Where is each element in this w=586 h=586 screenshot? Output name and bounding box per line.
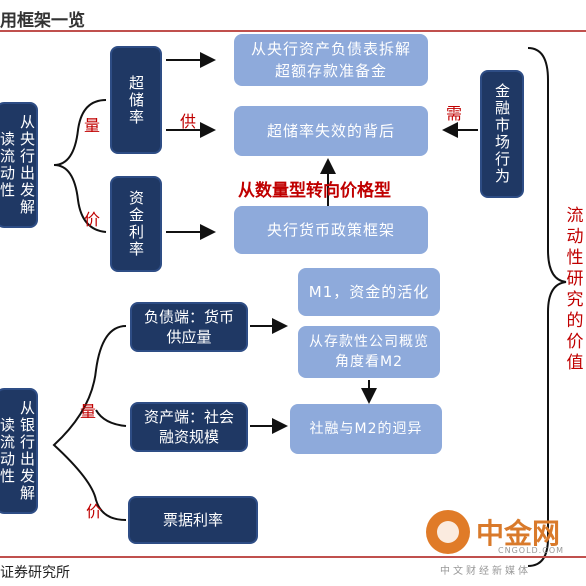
excess-reserve-box: 超储率 (110, 46, 162, 154)
tsf-m2-box: 社融与M2的迥异 (290, 404, 442, 454)
transition-label: 从数量型转向价格型 (238, 181, 391, 201)
central-bank-perspective-label: 从央行出发解读流动性 (0, 114, 36, 216)
watermark-logo-icon (426, 510, 470, 554)
research-value-label: 流动性研究的价值 (562, 206, 583, 374)
liability-side-box: 负债端：货币供应量 (130, 302, 248, 352)
bank-perspective-box: 从银行出发解读流动性 (0, 388, 38, 514)
watermark-name: 中金网 (476, 517, 561, 550)
source-note: 证券研究所 (0, 565, 70, 581)
m1-label: M1，资金的活化 (308, 283, 430, 301)
tsf-m2-label: 社融与M2的迥异 (309, 421, 423, 437)
price-label-2: 价 (86, 502, 103, 521)
bill-rate-label: 票据利率 (162, 511, 223, 529)
watermark-tagline: 中文财经新媒体 (440, 566, 531, 577)
fund-rate-label: 资金利率 (127, 190, 145, 258)
fund-rate-box: 资金利率 (110, 176, 162, 272)
lower-brace (52, 325, 127, 521)
asset-side-label: 资产端：社会融资规模 (143, 408, 234, 446)
quantity-label: 量 (84, 116, 101, 135)
m1-box: M1，资金的活化 (298, 268, 440, 316)
policy-framework-box: 央行货币政策框架 (234, 206, 428, 254)
lower-inner-branch (95, 409, 127, 427)
policy-framework-label: 央行货币政策框架 (266, 221, 395, 239)
asset-side-box: 资产端：社会融资规模 (130, 402, 248, 452)
financial-market-label: 金融市场行为 (493, 83, 511, 185)
balance-sheet-label: 从央行资产负债表拆解超额存款准备金 (250, 40, 411, 80)
financial-market-box: 金融市场行为 (480, 70, 524, 198)
excess-reserve-label: 超储率 (127, 74, 145, 126)
page-title: 用框架一览 (0, 11, 85, 31)
excess-reserve-failure-label: 超储率失效的背后 (266, 122, 395, 140)
demand-label: 需 (446, 104, 463, 123)
supply-label: 供 (180, 112, 197, 131)
bank-perspective-label: 从银行出发解读流动性 (0, 400, 36, 502)
right-brace (527, 47, 567, 567)
balance-sheet-box: 从央行资产负债表拆解超额存款准备金 (234, 34, 428, 86)
excess-reserve-failure-box: 超储率失效的背后 (234, 106, 428, 156)
deposit-survey-label: 从存款性公司概览角度看M2 (309, 334, 429, 370)
upper-brace (53, 99, 107, 233)
central-bank-perspective-box: 从央行出发解读流动性 (0, 102, 38, 228)
price-label: 价 (84, 210, 101, 229)
bottom-rule (0, 556, 586, 558)
title-rule (0, 30, 586, 32)
watermark-domain: CNGOLD.COM (498, 546, 565, 555)
deposit-survey-box: 从存款性公司概览角度看M2 (298, 326, 440, 378)
liability-side-label: 负债端：货币供应量 (143, 308, 234, 346)
bill-rate-box: 票据利率 (128, 496, 258, 544)
quantity-label-2: 量 (80, 402, 97, 421)
research-value-box: 流动性研究的价值 (560, 206, 586, 386)
